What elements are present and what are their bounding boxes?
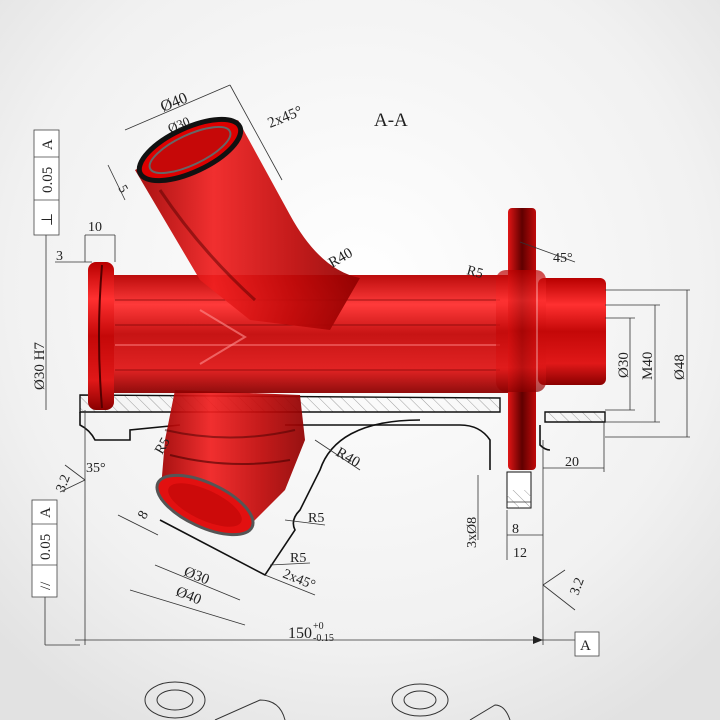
gdt-datum: A: [38, 507, 54, 518]
dim-holes: 3xØ8: [465, 517, 480, 548]
dim-overall-tol-upper: +0: [313, 621, 324, 632]
gdt-tolerance: 0.05: [38, 534, 54, 560]
dim-thread: M40: [640, 352, 656, 380]
dim-overall-tol-lower: -0.15: [313, 633, 334, 644]
dim-bore: Ø30 H7: [32, 342, 48, 390]
dim-right-inner-dia: Ø30: [616, 352, 632, 378]
dim-length-20: 20: [565, 455, 579, 470]
dim-radius-5-top: R5: [465, 263, 485, 282]
dim-hole-8: 8: [512, 522, 519, 537]
datum-label: A: [580, 638, 591, 654]
gdt-perpendicularity-frame: A 0.05 ⊥: [33, 129, 60, 236]
dim-flange-12: 12: [513, 546, 527, 561]
perpendicularity-icon: ⊥: [40, 213, 56, 226]
dim-right-outer-dia: Ø48: [672, 354, 688, 380]
dim-radius-5-a: R5: [308, 511, 324, 526]
isometric-views: [144, 681, 511, 721]
dim-radius-5-lower: R5: [152, 435, 173, 457]
dim-overall-length: 150: [288, 625, 312, 642]
datum-a-box: A: [574, 631, 600, 657]
gdt-parallelism-frame: A 0.05 //: [31, 499, 58, 598]
lower-branch: [155, 390, 305, 537]
gdt-datum: A: [40, 139, 56, 150]
dim-angle-35: 35°: [86, 461, 106, 476]
dim-roughness-right: 3.2: [568, 576, 588, 598]
dimension-lines: [44, 84, 690, 646]
dim-flange-width: 10: [88, 220, 102, 235]
gdt-tolerance: 0.05: [40, 167, 56, 193]
dim-angle-45: 45°: [553, 251, 573, 266]
section-title: A-A: [374, 110, 408, 131]
dim-radius-5-b: R5: [290, 551, 306, 566]
dim-roughness-left: 3.2: [54, 473, 74, 495]
upper-branch: [135, 116, 360, 330]
dim-flange-step: 3: [56, 249, 63, 264]
parallelism-icon: //: [38, 581, 54, 590]
